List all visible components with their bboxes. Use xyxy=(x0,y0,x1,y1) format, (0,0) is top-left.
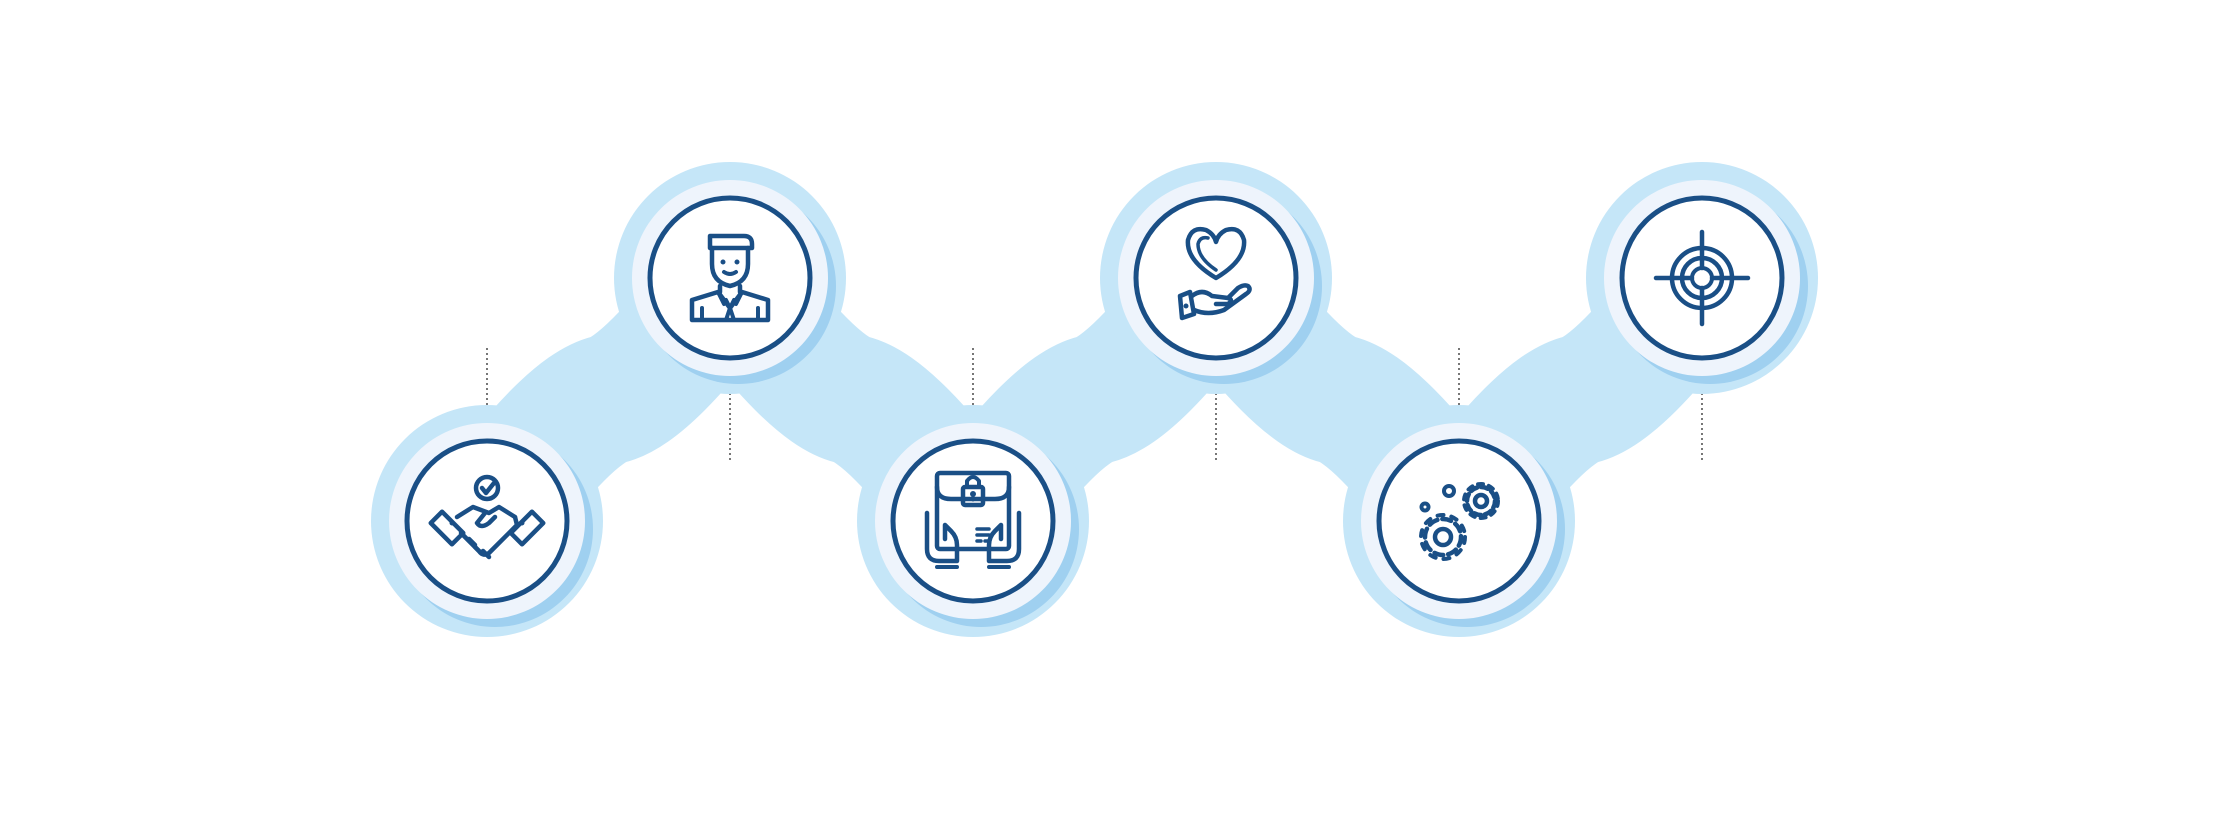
step-node xyxy=(371,405,603,637)
step-node xyxy=(857,405,1089,637)
step-node xyxy=(614,162,846,394)
step-nodes xyxy=(371,162,1818,637)
inner-circle xyxy=(1376,438,1542,604)
leader-lines xyxy=(486,348,1703,460)
inner-circle xyxy=(1619,195,1785,361)
step-node xyxy=(1586,162,1818,394)
step-node xyxy=(1343,405,1575,637)
step-node xyxy=(1100,162,1332,394)
inner-circle xyxy=(404,438,570,604)
inner-circle xyxy=(890,438,1056,604)
inner-circle xyxy=(647,195,813,361)
